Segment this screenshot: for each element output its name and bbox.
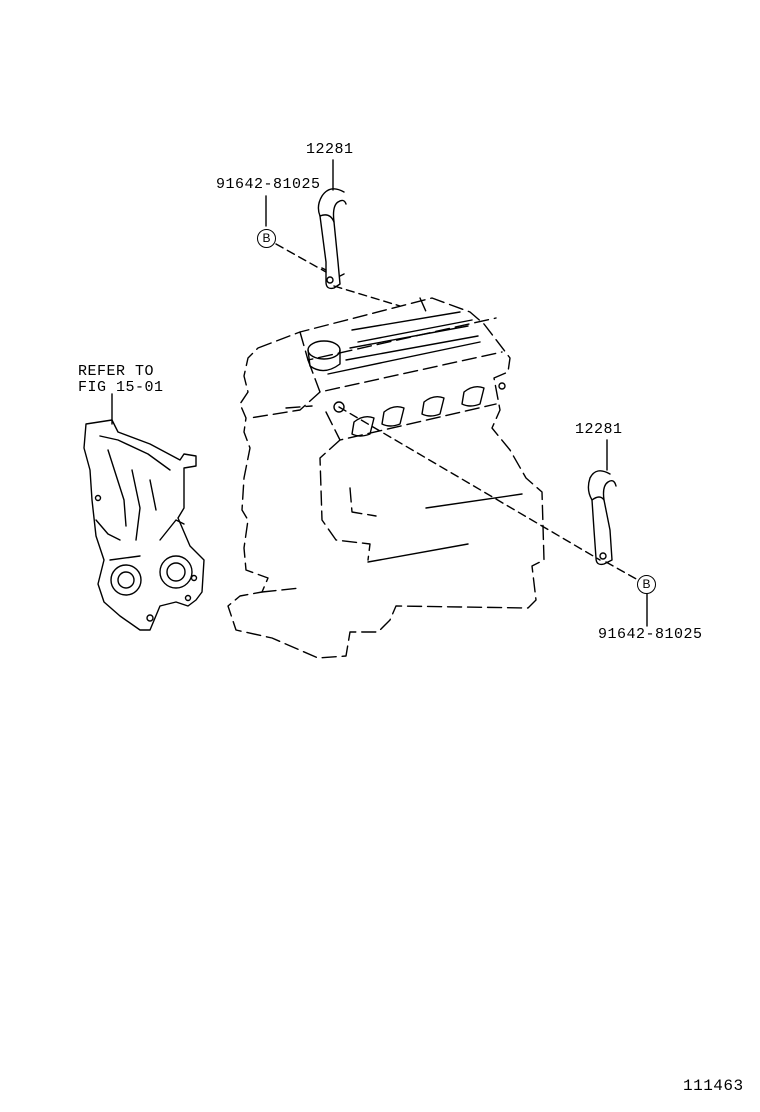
bolt-callout-top: B bbox=[257, 229, 276, 248]
part-number-bracket-top: 12281 bbox=[306, 141, 354, 158]
engine-hanger-bracket-top bbox=[317, 188, 347, 290]
part-number-bolt-right: 91642-81025 bbox=[598, 626, 703, 643]
engine-detail-lines bbox=[307, 311, 523, 563]
refer-note-line2: FIG 15-01 bbox=[78, 379, 164, 396]
part-number-bracket-right: 12281 bbox=[575, 421, 623, 438]
figure-number: 111463 bbox=[683, 1077, 744, 1095]
engine-assembly-outline bbox=[227, 297, 545, 659]
part-number-bolt-top: 91642-81025 bbox=[216, 176, 321, 193]
leader-lines bbox=[111, 159, 648, 627]
installation-lines bbox=[275, 243, 639, 581]
engine-hanger-bracket-right bbox=[587, 470, 617, 566]
bolt-callout-right: B bbox=[637, 575, 656, 594]
refer-note-line1: REFER TO bbox=[78, 363, 155, 380]
timing-chain-cover bbox=[83, 419, 205, 631]
